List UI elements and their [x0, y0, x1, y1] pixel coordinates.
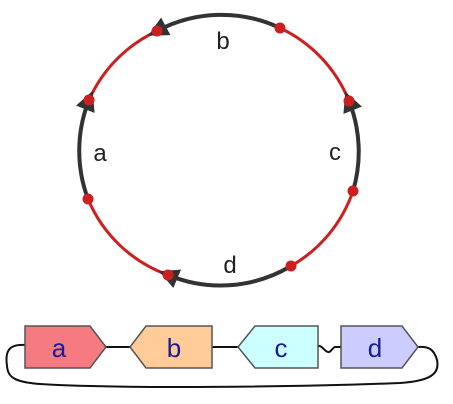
gene-arc-a — [76, 90, 95, 200]
gap-arc-da — [86, 198, 169, 277]
endpoint-dot — [343, 95, 355, 107]
linear-map: a b c d — [5, 325, 439, 388]
segment-label-c: c — [275, 333, 288, 363]
segment-label-d: d — [368, 333, 382, 363]
arc-label-d: d — [223, 252, 236, 279]
segment-b — [129, 325, 213, 369]
segment-c — [237, 325, 319, 369]
endpoint-dot — [82, 193, 94, 205]
gap-arc-cd — [290, 190, 355, 268]
endpoint-dot — [347, 185, 359, 197]
gene-arc-b — [148, 12, 281, 36]
gap-arc-ab — [87, 29, 158, 101]
endpoint-dot — [83, 94, 95, 106]
backbone-line — [5, 343, 439, 388]
arc-label-a: a — [93, 140, 107, 167]
segment-label-b: b — [167, 333, 181, 363]
endpoint-dot — [162, 269, 174, 281]
segment-d — [340, 325, 419, 369]
arc-label-c: c — [329, 139, 341, 166]
gene-arc-c — [343, 91, 362, 192]
arc-label-b: b — [216, 28, 229, 55]
circular-map: b a c d — [76, 12, 362, 289]
endpoint-dot — [285, 260, 297, 272]
segment-a — [24, 325, 107, 369]
endpoint-dot — [274, 22, 286, 34]
gene-arc-d — [158, 264, 293, 289]
gap-arc-bc — [279, 26, 351, 102]
segment-label-a: a — [52, 333, 67, 363]
endpoint-dot — [151, 25, 163, 37]
